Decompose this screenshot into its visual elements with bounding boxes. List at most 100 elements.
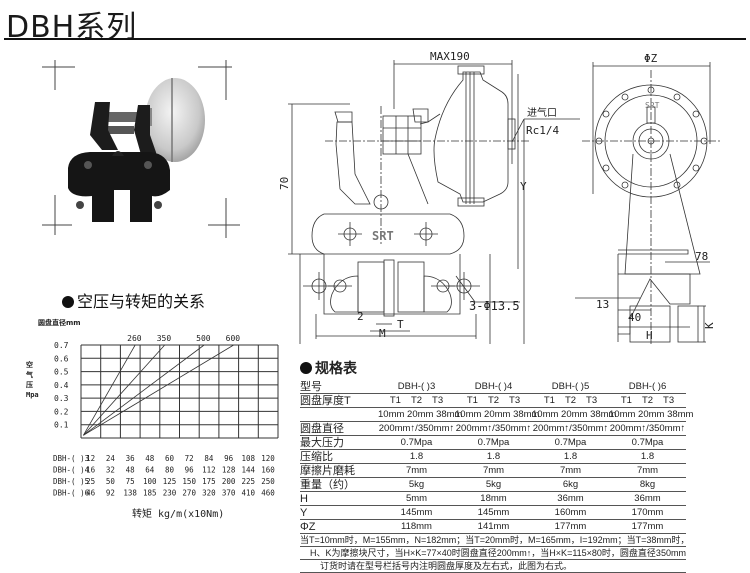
disk-diameter-label: 圆盘直径mm: [38, 319, 81, 327]
torque-value: 100: [143, 477, 157, 486]
torque-value: 32: [106, 466, 115, 475]
spec-value: 5mm: [405, 492, 428, 504]
spec-label: 圆盘厚度T: [300, 394, 351, 407]
spec-value: 1.8: [486, 450, 501, 462]
thickness-code: T2: [641, 394, 654, 406]
torque-model-label: DBH-( )6: [53, 489, 90, 498]
y-axis-label-char: Mpa: [26, 391, 39, 399]
spec-title: 规格表: [315, 360, 357, 376]
spec-value: 200mm↑/350mm↑: [455, 422, 532, 434]
torque-value: 270: [182, 489, 196, 498]
spec-value: 8kg: [639, 478, 656, 490]
product-photo: [42, 60, 240, 238]
thickness-code: T1: [466, 394, 478, 406]
spec-label: ΦZ: [300, 520, 316, 533]
spec-label: 最大压力: [300, 436, 344, 449]
thickness-code: T1: [543, 394, 555, 406]
air-inlet-label: 进气口: [527, 106, 557, 119]
spec-label: 摩擦片磨耗: [300, 464, 355, 477]
bolt-ring: [595, 86, 708, 189]
y-axis-label-char: 压: [26, 380, 33, 389]
torque-value: 160: [261, 466, 275, 475]
torque-value: 370: [222, 489, 236, 498]
spec-value: 0.7Mpa: [631, 436, 664, 448]
side-view-drawing: MAX190 进气口 Rc1/4 Y 70 SRT 2 T M N 3-Φ13.…: [280, 50, 580, 344]
y-axis-label-char: 气: [25, 370, 33, 379]
spec-thickness-value: 10mm 20mm 38mm: [455, 408, 540, 420]
dim-t: T: [397, 318, 404, 331]
spec-model: DBH-( )6: [628, 380, 667, 392]
bullet-icon: [62, 296, 74, 308]
spec-heading: 规格表: [300, 358, 686, 378]
y-tick-label: 0.5: [54, 368, 69, 377]
spec-thickness-codes: T1 T2 T3: [455, 395, 532, 407]
chart-title: 空压与转矩的关系: [77, 292, 206, 311]
torque-value: 460: [261, 489, 275, 498]
thickness-code: T2: [487, 394, 500, 406]
spec-value: 0.7Mpa: [554, 436, 587, 448]
spec-label: H: [300, 492, 308, 505]
spec-value: 1.8: [563, 450, 578, 462]
torque-value: 144: [242, 466, 256, 475]
spec-thickness-value: 10mm 20mm 38mm: [609, 408, 694, 420]
torque-value: 72: [185, 454, 194, 463]
series-label-500: 500: [196, 334, 211, 343]
spec-value: 7mm: [482, 464, 505, 476]
torque-value: 92: [106, 489, 115, 498]
dim-phi-z: ΦZ: [644, 52, 658, 65]
series-label-600: 600: [226, 334, 241, 343]
spec-value: 177mm: [631, 520, 664, 532]
spec-value: 5kg: [408, 478, 425, 490]
series-label-260: 260: [127, 334, 142, 343]
torque-value: 80: [165, 466, 175, 475]
thickness-code: T1: [389, 394, 401, 406]
spec-value: 1.8: [640, 450, 655, 462]
spec-value: 200mm↑/350mm↑: [378, 422, 455, 434]
spec-value: 145mm: [400, 506, 433, 518]
torque-value: 46: [86, 489, 96, 498]
thickness-code: T3: [509, 394, 521, 406]
thickness-code: T3: [432, 394, 444, 406]
y-tick-label: 0.7: [54, 341, 69, 350]
torque-value: 175: [202, 477, 216, 486]
spec-thickness-value: 10mm 20mm 38mm: [378, 408, 463, 420]
chart-heading: 空压与转矩的关系: [62, 288, 205, 312]
logo-srt-front: SRT: [645, 101, 660, 110]
spec-value: 177mm: [554, 520, 587, 532]
thickness-code: T2: [410, 394, 423, 406]
thickness-code: T3: [663, 394, 675, 406]
dim-max190: MAX190: [430, 50, 470, 63]
torque-value: 120: [261, 454, 275, 463]
torque-value: 320: [202, 489, 216, 498]
thickness-code: T3: [586, 394, 598, 406]
dim-m: M: [379, 327, 386, 340]
torque-value: 225: [242, 477, 256, 486]
torque-model-label: DBH-( )3: [53, 454, 89, 463]
torque-value: 112: [202, 466, 216, 475]
torque-value: 16: [86, 466, 96, 475]
torque-value: 230: [163, 489, 177, 498]
torque-value: 410: [242, 489, 256, 498]
spec-label: Y: [300, 506, 308, 519]
spec-value: 7mm: [405, 464, 428, 476]
thickness-code: T1: [620, 394, 632, 406]
spec-note: H、K为摩擦块尺寸，当H×K=77×40时圆盘直径200mm↑，当H×K=115…: [300, 547, 686, 560]
thickness-code: T2: [564, 394, 577, 406]
torque-value: 36: [126, 454, 136, 463]
spec-value: 7mm: [559, 464, 582, 476]
spec-thickness-codes: T1 T2 T3: [609, 395, 686, 407]
bullet-icon: [300, 362, 312, 374]
spec-label: 压缩比: [300, 450, 333, 463]
y-tick-label: 0.4: [54, 381, 69, 390]
chart-xlabel: 转矩 kg/m(x10Nm): [132, 507, 224, 520]
dim-40: 40: [628, 311, 641, 324]
torque-value: 128: [222, 466, 236, 475]
torque-value: 250: [261, 477, 275, 486]
spec-model: DBH-( )4: [474, 380, 513, 392]
crop-marks: [42, 60, 240, 238]
